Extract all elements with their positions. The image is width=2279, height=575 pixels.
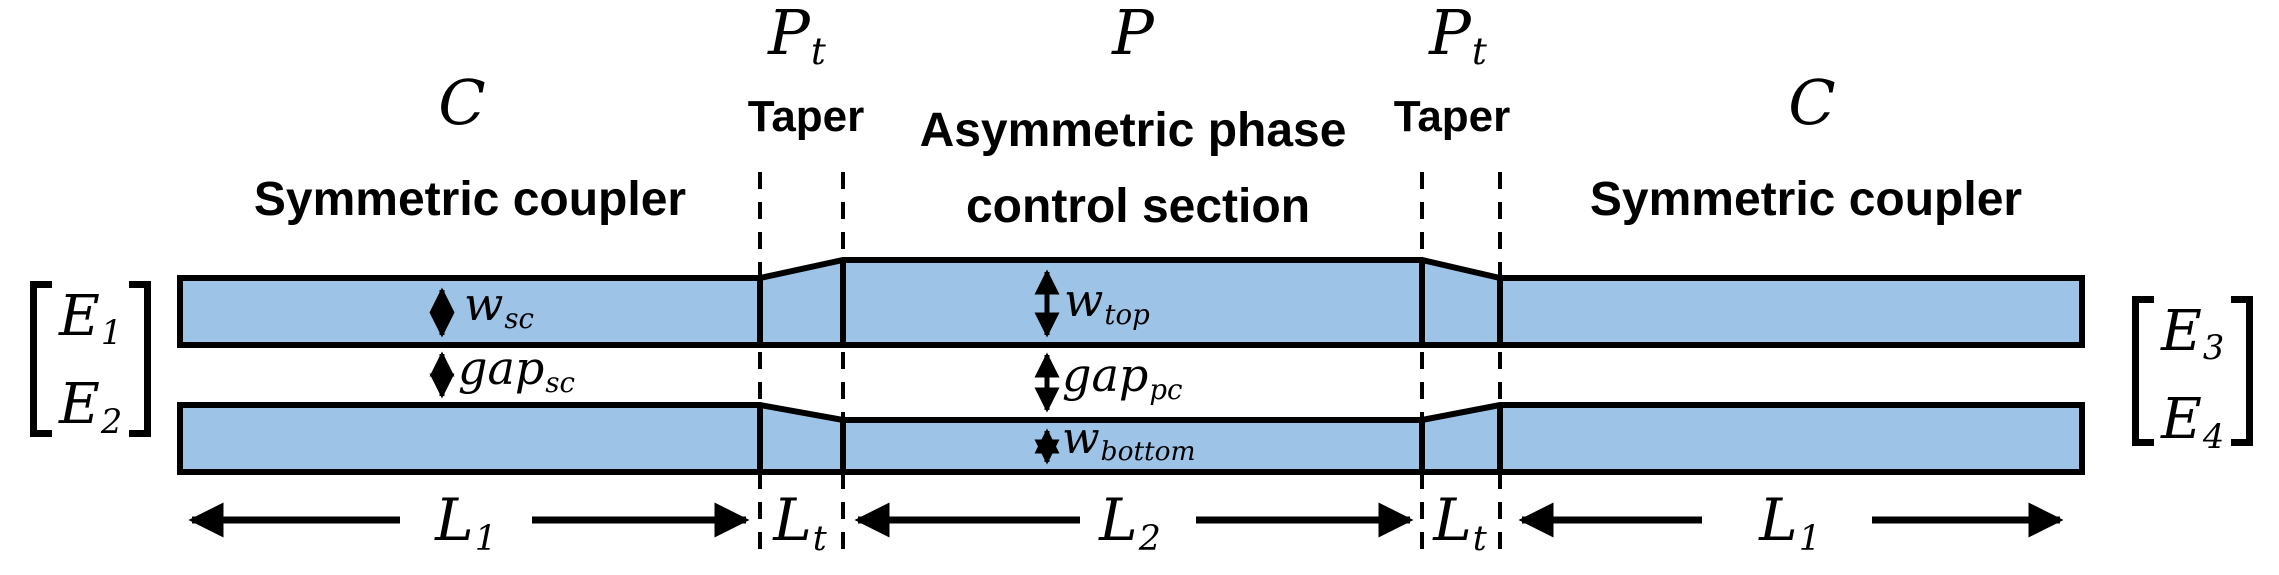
input-field-e1: E1: [59, 284, 123, 353]
length-l1-left-label: L1: [435, 486, 497, 559]
length-l2-label: L2: [1099, 486, 1161, 559]
bracket-right-icon: [129, 281, 152, 437]
taper-right-symbol: Pt: [1429, 0, 1487, 74]
input-field-e2: E2: [59, 372, 123, 441]
coupler-right-title: Symmetric coupler: [1589, 173, 2023, 226]
input-field-vector: E1 E2: [30, 281, 152, 441]
phase-section-symbol: P: [1112, 0, 1154, 69]
length-lt-right-label: Lt: [1433, 486, 1487, 559]
w-top-label: wtop: [1064, 273, 1150, 331]
phase-section-title-line2: control section: [965, 180, 1311, 233]
w-bottom-label: wbottom: [1062, 413, 1196, 468]
gap-sc-label: gapsc: [458, 341, 575, 399]
coupler-right-symbol: C: [1788, 66, 1836, 139]
bracket-right-icon: [2231, 296, 2254, 446]
bracket-left-icon: [30, 281, 52, 437]
coupler-left-title: Symmetric coupler: [253, 173, 687, 226]
output-field-e3: E3: [2161, 299, 2225, 368]
output-field-e4: E4: [2161, 387, 2225, 456]
taper-left-title: Taper: [747, 92, 865, 141]
taper-left-symbol: Pt: [768, 0, 826, 74]
taper-boundary-lines: [757, 260, 1503, 472]
dimension-arrows: [429, 269, 1060, 465]
w-sc-label: wsc: [464, 277, 534, 335]
phase-section-title-line1: Asymmetric phase: [919, 104, 1347, 157]
section-separator-dashed-lines: [758, 172, 1502, 556]
length-lt-left-label: Lt: [773, 486, 827, 559]
gap-pc-label: gappc: [1062, 348, 1183, 406]
output-field-vector: E3 E4: [2132, 296, 2254, 456]
length-l1-right-label: L1: [1759, 486, 1821, 559]
taper-right-title: Taper: [1393, 92, 1511, 141]
bracket-left-icon: [2132, 296, 2154, 446]
coupler-left-symbol: C: [438, 66, 486, 139]
